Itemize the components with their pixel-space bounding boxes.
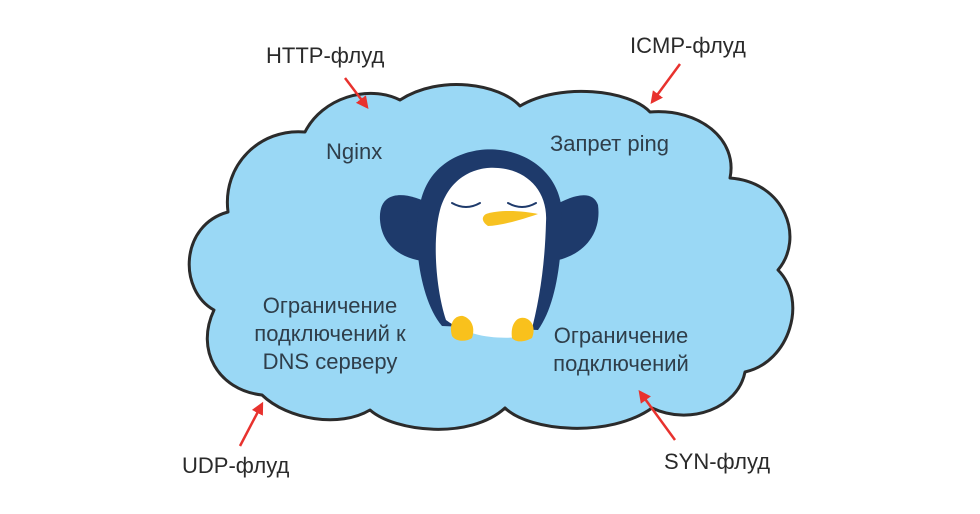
arrow-icon [238, 401, 264, 447]
threat-label-icmp: ICMP-флуд [630, 33, 746, 58]
arrow-icon [650, 63, 682, 105]
penguin-left-eye [451, 202, 481, 208]
defense-label-nginx: Nginx [326, 139, 383, 164]
defense-dns-line-2: подключений к [254, 321, 406, 346]
defense-conn-line-1: Ограничение [553, 323, 689, 348]
defense-label-dns: Ограничение подключений к DNS серверу [226, 292, 434, 376]
defense-dns-line-3: DNS серверу [262, 349, 398, 374]
defense-label-ping: Запрет ping [550, 131, 669, 156]
penguin-left-foot [450, 315, 474, 341]
defense-label-connections: Ограничение подключений [538, 322, 704, 378]
penguin-belly [435, 167, 547, 338]
defense-dns-line-1: Ограничение [262, 293, 398, 318]
arrow-icon [344, 77, 369, 109]
defense-conn-line-2: подключений [553, 351, 689, 376]
threat-label-http: HTTP-флуд [266, 43, 385, 68]
arrow-icon [638, 389, 677, 441]
penguin-icon [379, 149, 599, 342]
penguin-beak [482, 210, 538, 226]
threat-label-udp: UDP-флуд [182, 453, 290, 478]
threat-label-syn: SYN-флуд [664, 449, 771, 474]
penguin-right-eye [507, 202, 537, 208]
penguin-right-foot [511, 317, 534, 342]
